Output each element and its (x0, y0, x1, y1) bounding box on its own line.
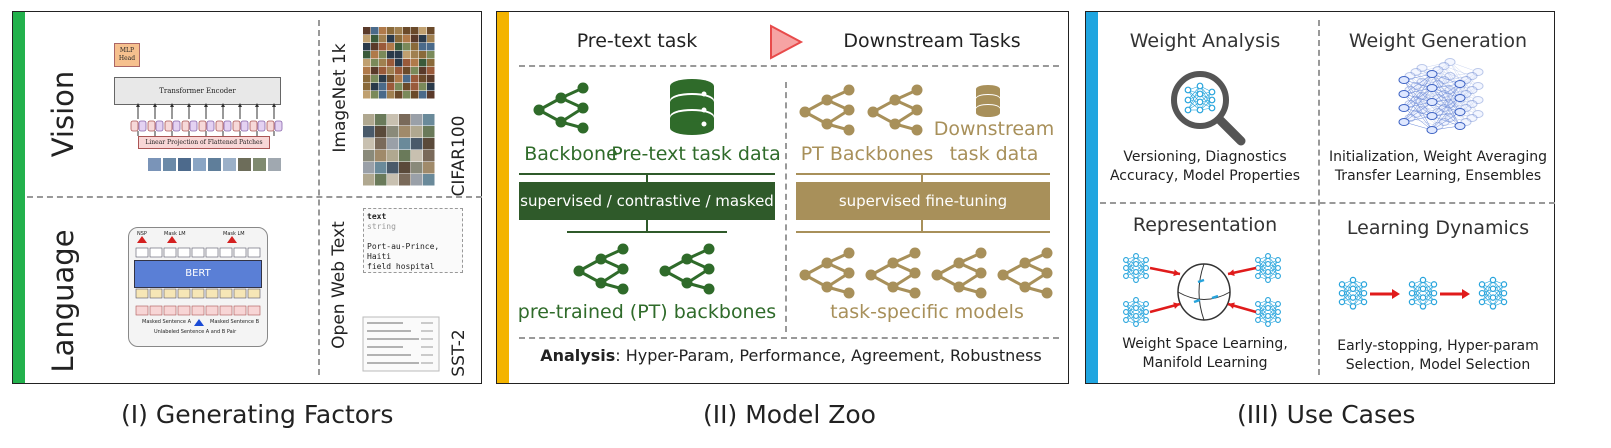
panel-accent-bar (13, 12, 25, 383)
weight-analysis-title: Weight Analysis (1129, 30, 1281, 52)
task-specific-models-label: task-specific models (830, 301, 1024, 323)
bert-input-tokens (135, 288, 261, 299)
pt-backbones-label: PT Backbones (800, 143, 934, 165)
mlp-head-box: MLP Head (114, 43, 140, 67)
pretrain-connectors (519, 173, 775, 233)
finetune-connectors (796, 173, 1050, 233)
mlp-head-label: MLP Head (118, 47, 136, 62)
center-divider (785, 82, 787, 332)
vit-patch-row (148, 158, 281, 171)
linear-projection-box: Linear Projection of Flattened Patches (138, 136, 270, 149)
downstream-tasks-header: Downstream Tasks (843, 30, 1021, 52)
pretext-data-label: Pre-text task data (611, 143, 781, 165)
openwebtext-label: Open Web Text (329, 221, 349, 349)
vertical-divider (318, 20, 320, 375)
bert-mask-lm-1-label: Mask LM (164, 231, 186, 237)
vision-label: Vision (46, 70, 80, 158)
openwebtext-sample: text string Port-au-Prince, Haiti field … (363, 208, 463, 273)
bert-title: BERT (185, 268, 211, 279)
analysis-rest-label: : Hyper-Param, Performance, Agreement, R… (615, 346, 1042, 365)
vertical-divider (1318, 20, 1320, 375)
representation-title: Representation (1132, 214, 1278, 236)
backbone-icon (533, 82, 589, 134)
bert-sentence-a-label: Masked Sentence A (142, 319, 191, 325)
pretrained-backbones-label: pre-trained (PT) backbones (517, 301, 777, 323)
transformer-encoder-box: Transformer Encoder (114, 77, 281, 105)
openwebtext-line-2: string (367, 222, 396, 231)
direction-triangle-icon (770, 24, 804, 60)
openwebtext-line-1: text (367, 212, 387, 221)
task-model-icon (931, 247, 987, 299)
cifar-thumbnail (363, 114, 435, 186)
weight-generation-title: Weight Generation (1348, 30, 1528, 52)
bert-sentence-b-label: Masked Sentence B (210, 319, 260, 325)
panel-generating-factors: Vision Language MLP Head Transformer Enc… (12, 11, 482, 384)
pt-backbone-icon (867, 84, 923, 136)
training-progression-icon (1338, 276, 1508, 310)
pretrained-backbone-icon (573, 243, 629, 295)
panel-accent-bar (497, 12, 509, 383)
task-model-icon (997, 247, 1053, 299)
task-model-icon (799, 247, 855, 299)
transformer-encoder-label: Transformer Encoder (159, 87, 236, 95)
downstream-database-icon (976, 85, 1000, 117)
bert-mask-lm-2-label: Mask LM (223, 231, 245, 237)
sst2-label: SST-2 (449, 329, 469, 377)
bert-sentence-tokens (135, 305, 261, 316)
bert-nsp-label: NSP (137, 231, 147, 237)
panel-accent-bar (1086, 12, 1098, 383)
sst2-thumbnail (362, 316, 440, 372)
weight-generation-line-1: Initialization, Weight Averaging (1328, 149, 1548, 165)
backbone-label: Backbone (524, 143, 618, 165)
vit-token-row (130, 103, 283, 136)
bert-output-tokens (135, 247, 261, 258)
caption-use-cases: (III) Use Cases (1237, 400, 1416, 429)
downstream-data-label-2: task data (949, 143, 1039, 165)
header-divider (519, 65, 1059, 67)
analysis-bold-label: Analysis (540, 346, 616, 365)
openwebtext-line-3: Port-au-Prince, Haiti (367, 242, 440, 261)
manifold-embedding-icon (1123, 253, 1281, 327)
representation-line-1: Weight Space Learning, (1122, 336, 1288, 352)
finetune-label: supervised fine-tuning (838, 192, 1008, 210)
pretrain-method-box: supervised / contrastive / masked (519, 182, 775, 220)
imagenet-label: ImageNet 1k (330, 43, 350, 153)
caption-model-zoo: (II) Model Zoo (703, 400, 876, 429)
task-model-icon (865, 247, 921, 299)
pretrain-method-label: supervised / contrastive / masked (520, 192, 774, 210)
bert-pair-label: Unlabeled Sentence A and B Pair (154, 329, 237, 335)
language-label: Language (46, 229, 80, 373)
magnifier-icon (1171, 71, 1246, 146)
downstream-data-label-1: Downstream (933, 118, 1055, 140)
bert-core-box: BERT (134, 260, 262, 288)
learning-dynamics-title: Learning Dynamics (1346, 217, 1530, 239)
neural-network-stack-icon (1398, 58, 1484, 134)
database-icon (670, 79, 714, 135)
panel-model-zoo: Pre-text task Downstream Tasks (496, 11, 1069, 384)
horizontal-divider (1100, 202, 1555, 204)
horizontal-divider (27, 196, 482, 198)
analysis-line: Analysis: Hyper-Param, Performance, Agre… (511, 346, 1071, 365)
pretext-task-header: Pre-text task (576, 30, 698, 52)
weight-analysis-line-1: Versioning, Diagnostics (1123, 149, 1287, 165)
bert-diagram: NSP Mask LM Mask LM BERT Masked Sentence… (128, 227, 273, 347)
pretrained-backbone-icon (659, 243, 715, 295)
linear-projection-label: Linear Projection of Flattened Patches (145, 139, 263, 146)
imagenet-thumbnail (363, 27, 435, 99)
analysis-divider (519, 337, 1059, 339)
learning-dynamics-line-2: Selection, Model Selection (1345, 357, 1531, 373)
representation-line-2: Manifold Learning (1142, 355, 1268, 371)
bert-output-arrows (137, 236, 237, 243)
openwebtext-line-4: field hospital Friday (367, 262, 435, 271)
finetune-box: supervised fine-tuning (796, 182, 1050, 220)
cifar100-label: CIFAR100 (449, 115, 469, 197)
learning-dynamics-line-1: Early-stopping, Hyper-param (1337, 338, 1539, 354)
panel-use-cases: Weight Analysis Versioning, Diagnostics … (1085, 11, 1555, 384)
caption-generating-factors: (I) Generating Factors (121, 400, 394, 429)
weight-generation-line-2: Transfer Learning, Ensembles (1334, 168, 1542, 184)
weight-analysis-line-2: Accuracy, Model Properties (1109, 168, 1301, 184)
vit-diagram: MLP Head Transformer Encoder Linear Proj… (108, 37, 298, 187)
bert-up-arrow (194, 319, 204, 326)
pt-backbone-icon (799, 84, 855, 136)
